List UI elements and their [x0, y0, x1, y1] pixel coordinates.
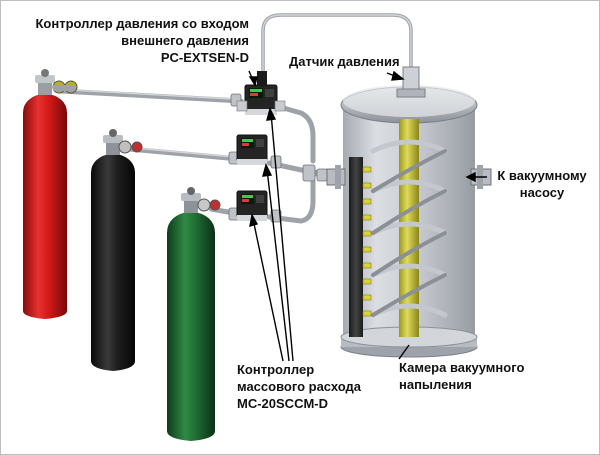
line-mfc2-outlet	[266, 178, 316, 224]
mass-flow-controller-label-line2: массового расхода	[237, 379, 362, 394]
pressure-controller-label-line1: Контроллер давления со входом	[35, 16, 249, 31]
line-red-to-pc	[58, 88, 244, 104]
vacuum-chamber-label-line2: напыления	[399, 377, 472, 392]
pressure-controller-label-line3: PC-EXTSEN-D	[160, 50, 249, 65]
vacuum-chamber	[326, 66, 492, 358]
pressure-controller-label: Контроллер давления со входом внешнего д…	[5, 15, 249, 66]
mass-flow-controller-label-line1: Контроллер	[237, 362, 315, 377]
gas-cylinder-black	[91, 129, 143, 371]
line-black-to-mfc	[126, 146, 242, 162]
leader-lines	[248, 70, 487, 362]
mass-flow-controller-device-1	[236, 134, 268, 165]
gas-distribution-bar	[349, 157, 363, 337]
vacuum-chamber-label-line1: Камера вакуумного	[399, 360, 525, 375]
gas-cylinder-red	[23, 69, 78, 319]
vacuum-pump-label-line1: К вакуумному	[497, 168, 587, 183]
mass-flow-controller-label: Контроллер массового расхода MC-20SCCM-D	[237, 361, 361, 412]
pressure-sensor-label: Датчик давления	[289, 53, 400, 70]
pressure-controller-device	[236, 71, 286, 115]
vacuum-chamber-label: Камера вакуумного напыления	[399, 359, 524, 393]
vacuum-pump-label-line2: насосу	[519, 185, 565, 200]
pressure-controller-label-line2: внешнего давления	[121, 33, 249, 48]
vacuum-pump-label: К вакуумному насосу	[487, 167, 597, 201]
mass-flow-controller-label-line3: MC-20SCCM-D	[237, 396, 328, 411]
line-sensor-cable	[261, 13, 413, 83]
pressure-sensor-label-text: Датчик давления	[289, 54, 400, 69]
line-pc-outlet	[270, 102, 316, 164]
gas-cylinder-green	[167, 187, 221, 441]
gas-nozzles	[362, 166, 372, 317]
